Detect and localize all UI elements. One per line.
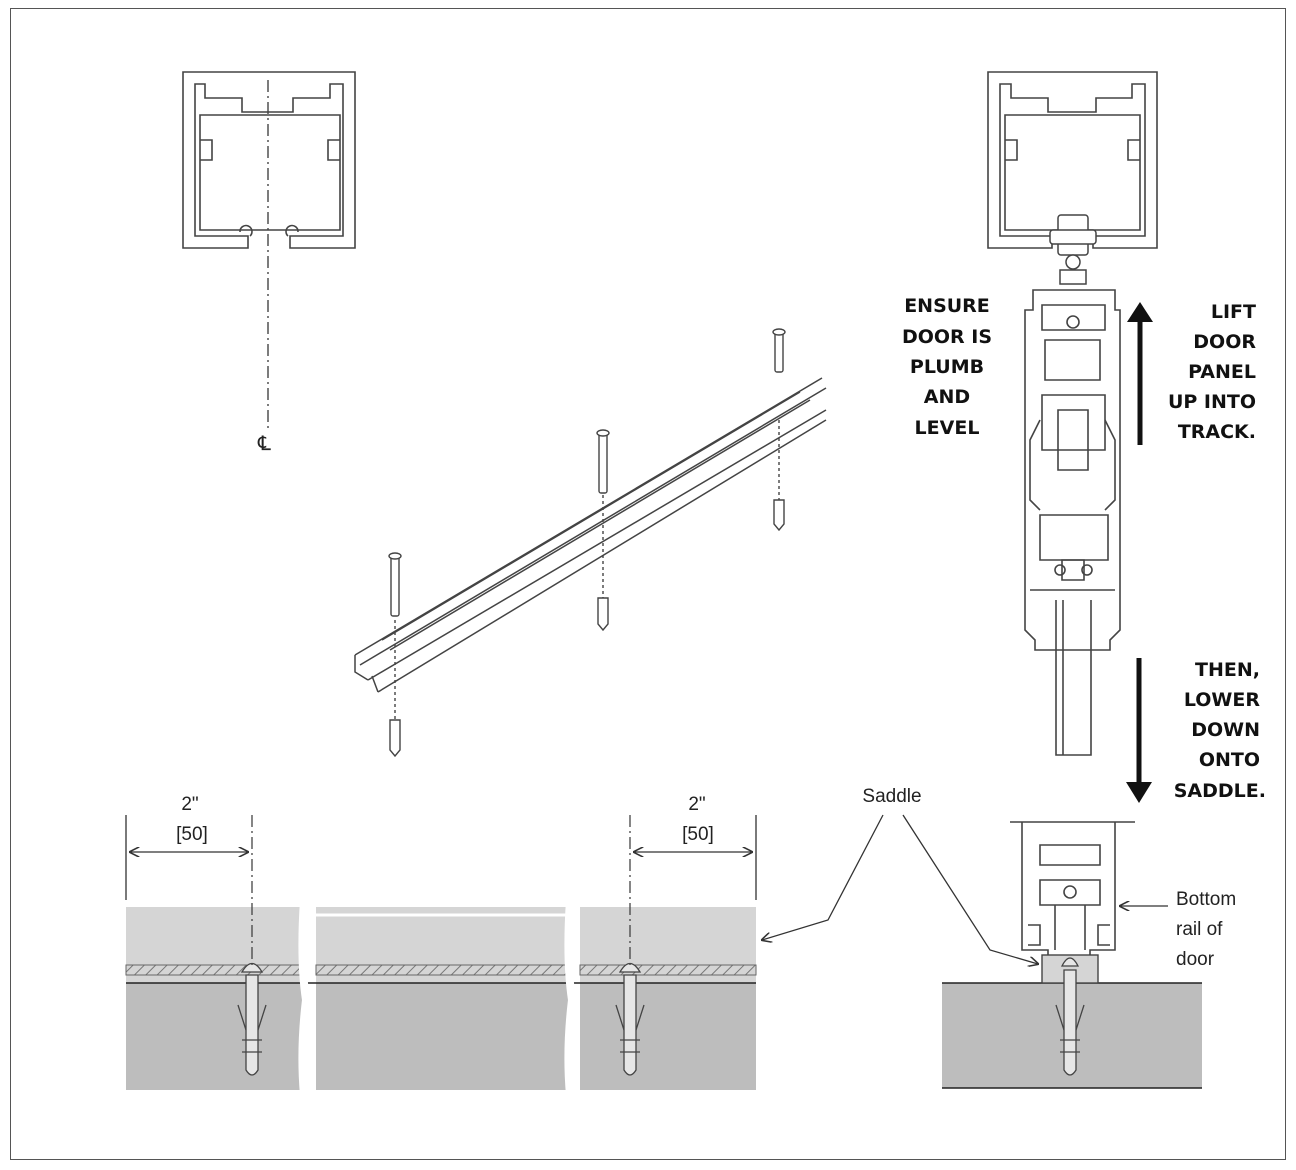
bottom-rail-note: Bottom rail of door: [1176, 889, 1236, 970]
dim-right-inch: 2": [688, 794, 705, 815]
track-profile-left: [182, 71, 356, 249]
diagram-frame: [10, 8, 1286, 1160]
screw-anchor-2: [596, 429, 610, 632]
svg-text:SADDLE.: SADDLE.: [1174, 780, 1266, 802]
then-lower-note: THEN, LOWER DOWN ONTO SADDLE.: [1174, 659, 1266, 802]
saddle-leaders: [762, 814, 1038, 964]
svg-text:TRACK.: TRACK.: [1178, 421, 1256, 443]
svg-text:DOOR: DOOR: [1193, 331, 1256, 353]
glass-panel: [1055, 600, 1092, 756]
svg-text:LEVEL: LEVEL: [915, 417, 980, 439]
svg-text:AND: AND: [924, 386, 970, 408]
centerline-symbol: ℄: [257, 431, 271, 455]
saddle-label: Saddle: [862, 786, 921, 807]
lift-arrow: [1127, 302, 1153, 445]
svg-text:rail of: rail of: [1176, 919, 1223, 940]
svg-text:PLUMB: PLUMB: [910, 356, 984, 378]
roller-hanger: [1049, 214, 1097, 285]
isometric-floor-track: [354, 377, 827, 693]
svg-text:Bottom: Bottom: [1176, 889, 1236, 910]
svg-text:DOWN: DOWN: [1191, 719, 1260, 741]
svg-text:ENSURE: ENSURE: [904, 295, 990, 317]
svg-text:ONTO: ONTO: [1199, 749, 1260, 771]
screw-anchor-3: [772, 328, 786, 532]
svg-text:LIFT: LIFT: [1211, 301, 1256, 323]
lift-door-note: LIFT DOOR PANEL UP INTO TRACK.: [1168, 301, 1256, 443]
dim-right-mm: [50]: [682, 824, 714, 845]
svg-text:DOOR IS: DOOR IS: [902, 326, 992, 348]
section-screw-right: [615, 962, 645, 1076]
dim-left-mm: [50]: [176, 824, 208, 845]
dimension-left: [125, 815, 248, 900]
floor-section-left: [125, 899, 757, 1096]
svg-text:UP INTO: UP INTO: [1168, 391, 1256, 413]
dim-left-inch: 2": [181, 794, 198, 815]
section-screw-left: [237, 962, 267, 1076]
dimension-right: [634, 815, 757, 900]
svg-text:door: door: [1176, 949, 1215, 970]
door-top-rail: [1024, 289, 1121, 651]
ensure-level-note: ENSURE DOOR IS PLUMB AND LEVEL: [902, 295, 992, 439]
svg-text:LOWER: LOWER: [1184, 689, 1261, 711]
section-screw-door: [1055, 969, 1085, 1076]
lower-arrow: [1126, 658, 1152, 803]
svg-text:THEN,: THEN,: [1195, 659, 1260, 681]
svg-text:PANEL: PANEL: [1188, 361, 1256, 383]
screw-anchor-1: [388, 552, 402, 758]
